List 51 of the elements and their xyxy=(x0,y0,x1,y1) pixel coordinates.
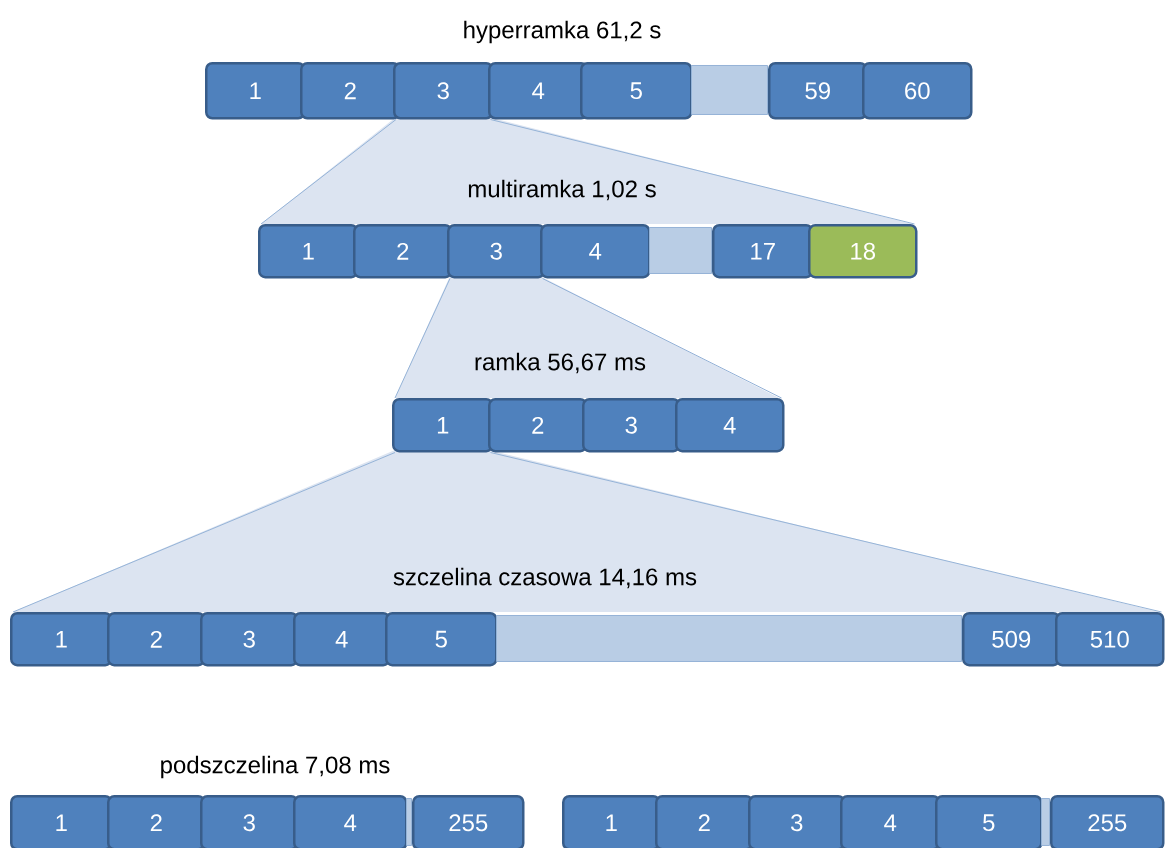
slot-box: 509 xyxy=(962,612,1061,667)
gap-bar xyxy=(406,798,412,846)
gap-bar xyxy=(1041,798,1050,846)
slot-box: 4 xyxy=(488,62,589,120)
zoom-line xyxy=(542,278,782,399)
slot-box: 5 xyxy=(580,62,693,120)
level-title: ramka 56,67 ms xyxy=(475,352,646,374)
slot-box: 60 xyxy=(862,62,973,120)
level-title: podszczelina 7,08 ms xyxy=(161,755,390,779)
level-title: hyperramka 61,2 s xyxy=(464,20,661,44)
slot-box: 1 xyxy=(562,795,661,848)
slot-box: 4 xyxy=(675,398,785,453)
slot-box: 2 xyxy=(107,612,206,667)
slot-box: 3 xyxy=(200,795,299,848)
slot-box: 59 xyxy=(768,62,868,120)
slot-box: 255 xyxy=(1050,795,1165,848)
slot-box: 510 xyxy=(1055,612,1165,667)
zoom-line xyxy=(490,119,915,225)
slot-box: 18 xyxy=(808,224,918,279)
slot-box: 255 xyxy=(412,795,525,848)
gap-bar xyxy=(691,65,768,115)
slot-box: 4 xyxy=(293,612,391,667)
slot-box: 2 xyxy=(655,795,754,848)
slot-box: 5 xyxy=(385,612,498,667)
level-title: szczelina czasowa 14,16 ms xyxy=(393,567,697,589)
slot-box: 5 xyxy=(935,795,1043,848)
level-title: multiramka 1,02 s xyxy=(468,179,656,201)
slot-box: 1 xyxy=(205,62,306,120)
zoom-line xyxy=(260,119,397,225)
slot-box: 2 xyxy=(300,62,401,120)
slot-box: 2 xyxy=(353,224,453,279)
slot-box: 3 xyxy=(447,224,546,279)
slot-box: 2 xyxy=(107,795,206,848)
slot-box: 17 xyxy=(712,224,814,279)
slot-box: 3 xyxy=(200,612,299,667)
slot-box: 3 xyxy=(582,398,681,453)
zoom-line xyxy=(394,278,451,399)
slot-box: 4 xyxy=(540,224,651,279)
slot-box: 3 xyxy=(748,795,846,848)
zoom-line xyxy=(490,452,1162,613)
slot-box: 4 xyxy=(293,795,408,848)
slot-box: 4 xyxy=(840,795,941,848)
zoom-line xyxy=(12,452,396,613)
slot-box: 1 xyxy=(10,795,113,848)
slot-box: 1 xyxy=(10,612,113,667)
slot-box: 1 xyxy=(258,224,359,279)
gap-bar xyxy=(649,227,712,274)
slot-box: 1 xyxy=(392,398,494,453)
gap-bar xyxy=(496,615,962,662)
slot-box: 3 xyxy=(393,62,494,120)
slot-box: 2 xyxy=(488,398,588,453)
